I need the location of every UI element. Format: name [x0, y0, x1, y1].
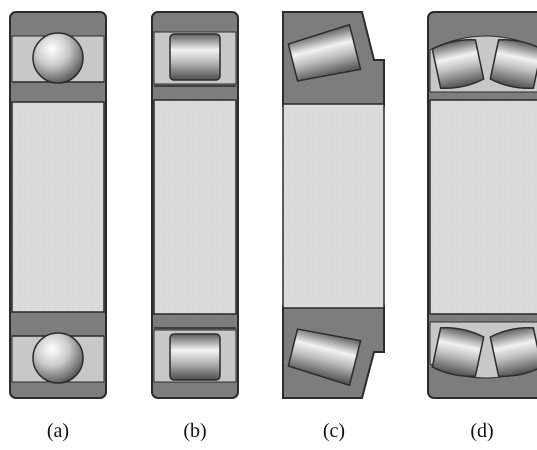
- panel-label-a: (a): [46, 420, 70, 442]
- ball-bottom: [32, 332, 84, 384]
- panel-label-d: (d): [470, 420, 494, 442]
- panel-b-cylindrical-bearing: [151, 11, 239, 399]
- bore-section: [429, 99, 537, 315]
- spherical-roller-top-right: [489, 38, 537, 90]
- panel-d-spherical-bearing: [427, 11, 537, 399]
- panel-a-ball-bearing: [9, 11, 107, 399]
- spherical-roller-top-left: [431, 38, 485, 90]
- panel-label-c: (c): [322, 420, 346, 442]
- panel-c-tapered-bearing: [282, 11, 385, 399]
- spherical-roller-bottom-right: [489, 326, 537, 378]
- bore-section: [153, 99, 237, 315]
- ball-top: [32, 32, 84, 84]
- panel-label-b: (b): [183, 420, 207, 442]
- cylindrical-roller-bottom: [169, 333, 221, 381]
- bore-section: [282, 103, 385, 309]
- cylindrical-roller-top: [169, 33, 221, 81]
- tapered-roller-top: [287, 23, 362, 82]
- bore-section: [11, 101, 105, 313]
- tapered-roller-bottom: [287, 328, 362, 387]
- spherical-roller-bottom-left: [431, 326, 485, 378]
